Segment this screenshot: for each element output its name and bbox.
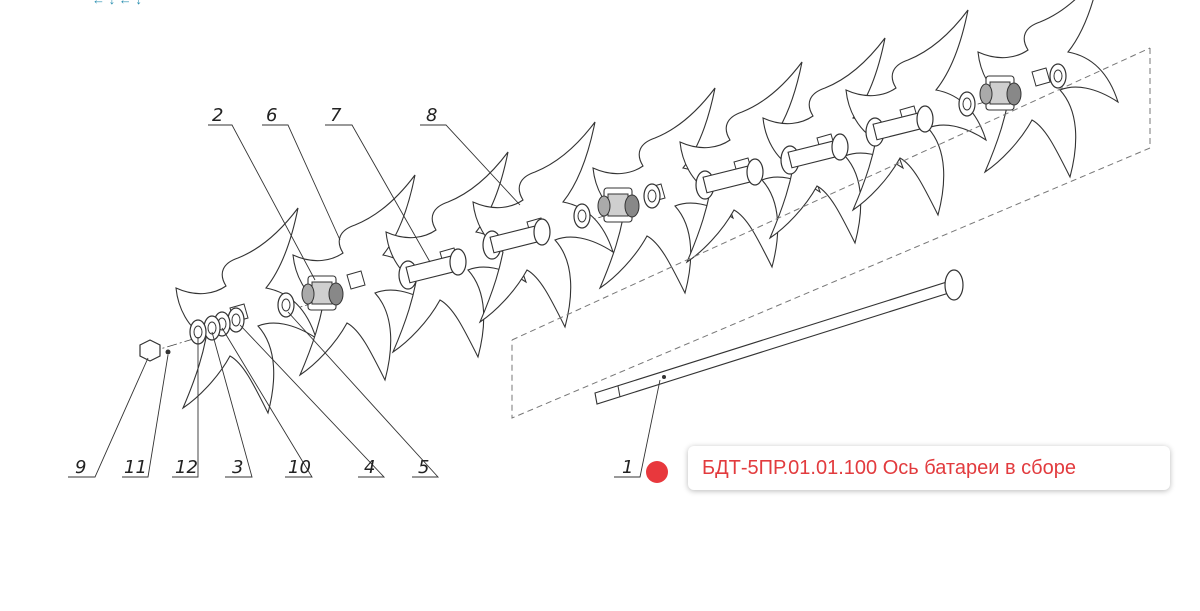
axle-part-1 (594, 269, 964, 405)
callout-9[interactable]: 9 (75, 457, 86, 478)
callout-3[interactable]: 3 (232, 457, 243, 478)
washer-5 (277, 292, 295, 318)
callout-11[interactable]: 11 (124, 457, 147, 478)
hotspot-marker[interactable] (646, 461, 668, 483)
washer-mid-b (643, 183, 661, 209)
callout-5[interactable]: 5 (418, 457, 429, 478)
washer-3 (203, 315, 221, 341)
callout-12[interactable]: 12 (175, 457, 198, 478)
part-tooltip: БДТ-5ПР.01.01.100 Ось батареи в сборе (688, 446, 1170, 490)
callout-6[interactable]: 6 (266, 105, 277, 126)
callout-4[interactable]: 4 (364, 457, 375, 478)
callout-1[interactable]: 1 (622, 457, 633, 478)
callout-8[interactable]: 8 (426, 105, 437, 126)
top-link[interactable]: ← ↓ ← ↓ (92, 0, 142, 7)
callout-7[interactable]: 7 (330, 105, 342, 126)
nut-9 (139, 339, 161, 362)
pin-11 (165, 349, 171, 355)
washer-end-a (958, 91, 976, 117)
washer-mid-a (573, 203, 591, 229)
leader-lines (68, 124, 661, 478)
washer-end-b (1049, 63, 1067, 89)
washer-4 (227, 307, 245, 333)
disc-1 (175, 207, 317, 414)
callout-2[interactable]: 2 (212, 105, 223, 126)
callout-10[interactable]: 10 (288, 457, 311, 478)
axle-envelope (511, 48, 1151, 419)
